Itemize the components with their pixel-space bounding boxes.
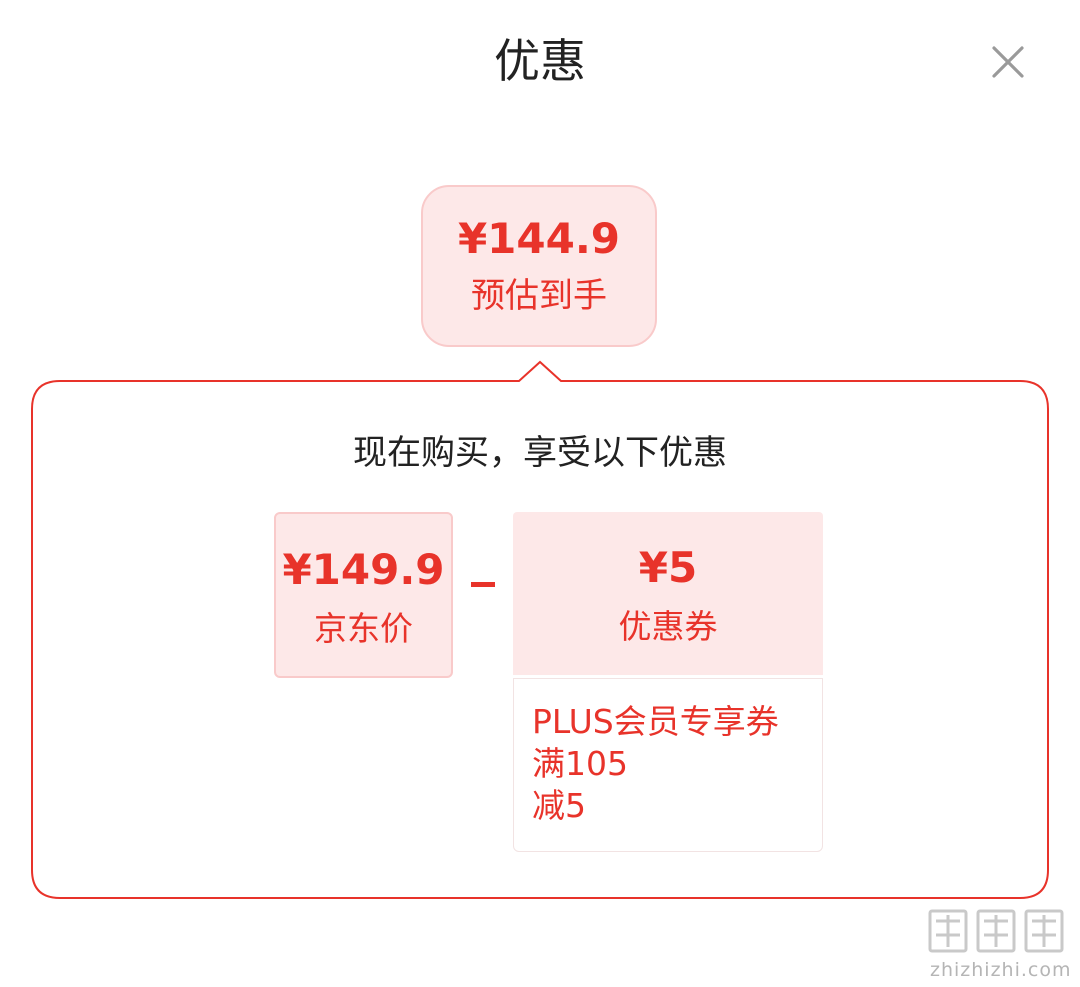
coupon-detail-line: PLUS会员专享券 xyxy=(532,702,779,741)
coupon-label: 优惠券 xyxy=(618,607,718,646)
watermark: zhizhizhi.com xyxy=(922,905,1072,985)
jd-price-box: ¥149.9 京东价 xyxy=(274,512,453,678)
watermark-logo xyxy=(928,909,1064,953)
dialog-title: 优惠 xyxy=(494,34,586,88)
estimated-price-amount: ¥144.9 xyxy=(457,214,621,263)
estimated-price-badge: ¥144.9 预估到手 xyxy=(421,185,657,347)
watermark-text: zhizhizhi.com xyxy=(930,959,1072,981)
close-icon xyxy=(992,46,1024,78)
coupon-detail-line: 减5 xyxy=(532,786,586,825)
jd-price-label: 京东价 xyxy=(314,609,413,648)
minus-icon xyxy=(471,582,495,587)
discount-heading: 现在购买，享受以下优惠 xyxy=(353,433,727,473)
coupon-detail: PLUS会员专享券 满105 减5 xyxy=(513,678,823,852)
close-button[interactable] xyxy=(986,40,1030,84)
coupon-detail-line: 满105 xyxy=(532,744,628,783)
coupon-box: ¥5 优惠券 xyxy=(513,512,823,675)
coupon-amount: ¥5 xyxy=(638,543,698,592)
estimated-price-label: 预估到手 xyxy=(471,276,607,316)
jd-price-amount: ¥149.9 xyxy=(282,545,445,594)
